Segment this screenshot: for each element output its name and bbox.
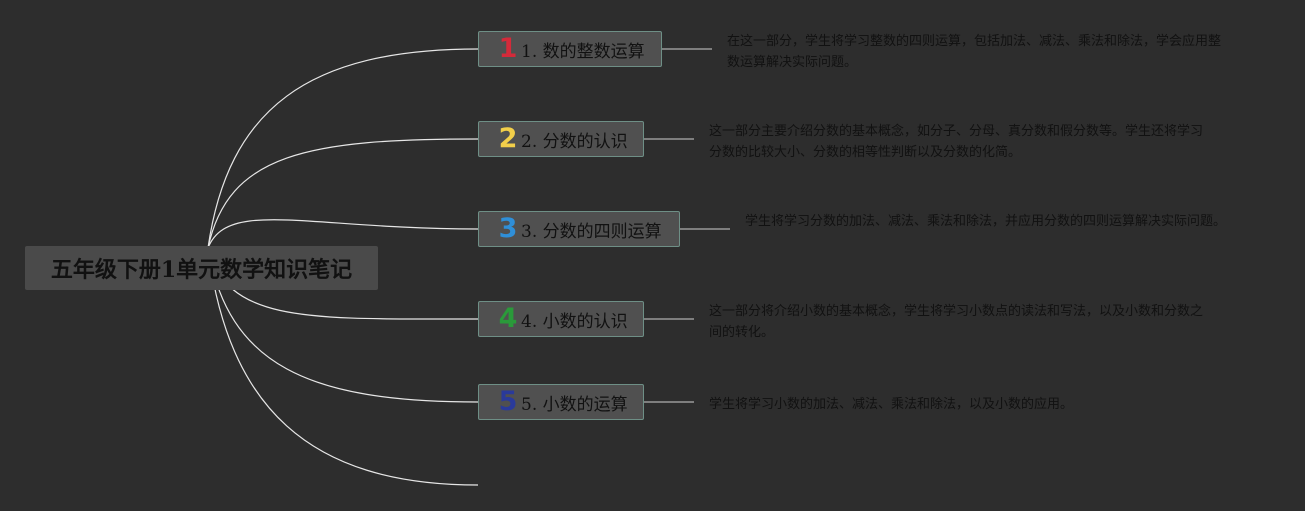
link-topic-5 [207,247,479,403]
topic-4-note: 这一部分将介绍小数的基本概念，学生将学习小数点的读法和写法，以及小数和分数之间的… [709,304,1204,340]
priority-3-icon: 3 [498,213,518,244]
link-topic-1 [207,48,479,249]
root-topic-label: 五年级下册1单元数学知识笔记 [50,257,353,283]
topic-1-note: 在这一部分，学生将学习整数的四则运算，包括加法、减法、乘法和除法，学会应用整数运… [727,34,1222,70]
topic-5-note: 学生将学习小数的加法、减法、乘法和除法，以及小数的应用。 [709,397,1074,412]
priority-2-icon: 2 [498,123,518,154]
link-topic-3 [207,219,479,249]
topic-4-label: 4. 小数的认识 [521,311,628,332]
topic-3-label: 3. 分数的四则运算 [521,221,662,242]
priority-5-icon: 5 [498,386,518,417]
topic-5[interactable]: 5 5. 小数的运算 [478,384,644,420]
topic-2-label: 2. 分数的认识 [521,131,628,152]
link-extra [207,247,479,486]
topic-2[interactable]: 2 2. 分数的认识 [478,121,644,157]
topic-1-label: 1. 数的整数运算 [521,41,645,62]
root-topic[interactable]: 五年级下册1单元数学知识笔记 [25,246,378,290]
priority-4-icon: 4 [498,303,518,334]
priority-1-icon: 1 [498,33,518,64]
topic-3-note: 学生将学习分数的加法、减法、乘法和除法，并应用分数的四则运算解决实际问题。 [745,214,1227,229]
topic-5-label: 5. 小数的运算 [521,394,628,415]
topic-2-note: 这一部分主要介绍分数的基本概念，如分子、分母、真分数和假分数等。学生还将学习分数… [709,124,1204,160]
topic-4[interactable]: 4 4. 小数的认识 [478,301,644,337]
topic-1[interactable]: 1 1. 数的整数运算 [478,31,662,67]
link-topic-2 [207,138,479,249]
topic-3[interactable]: 3 3. 分数的四则运算 [478,211,680,247]
